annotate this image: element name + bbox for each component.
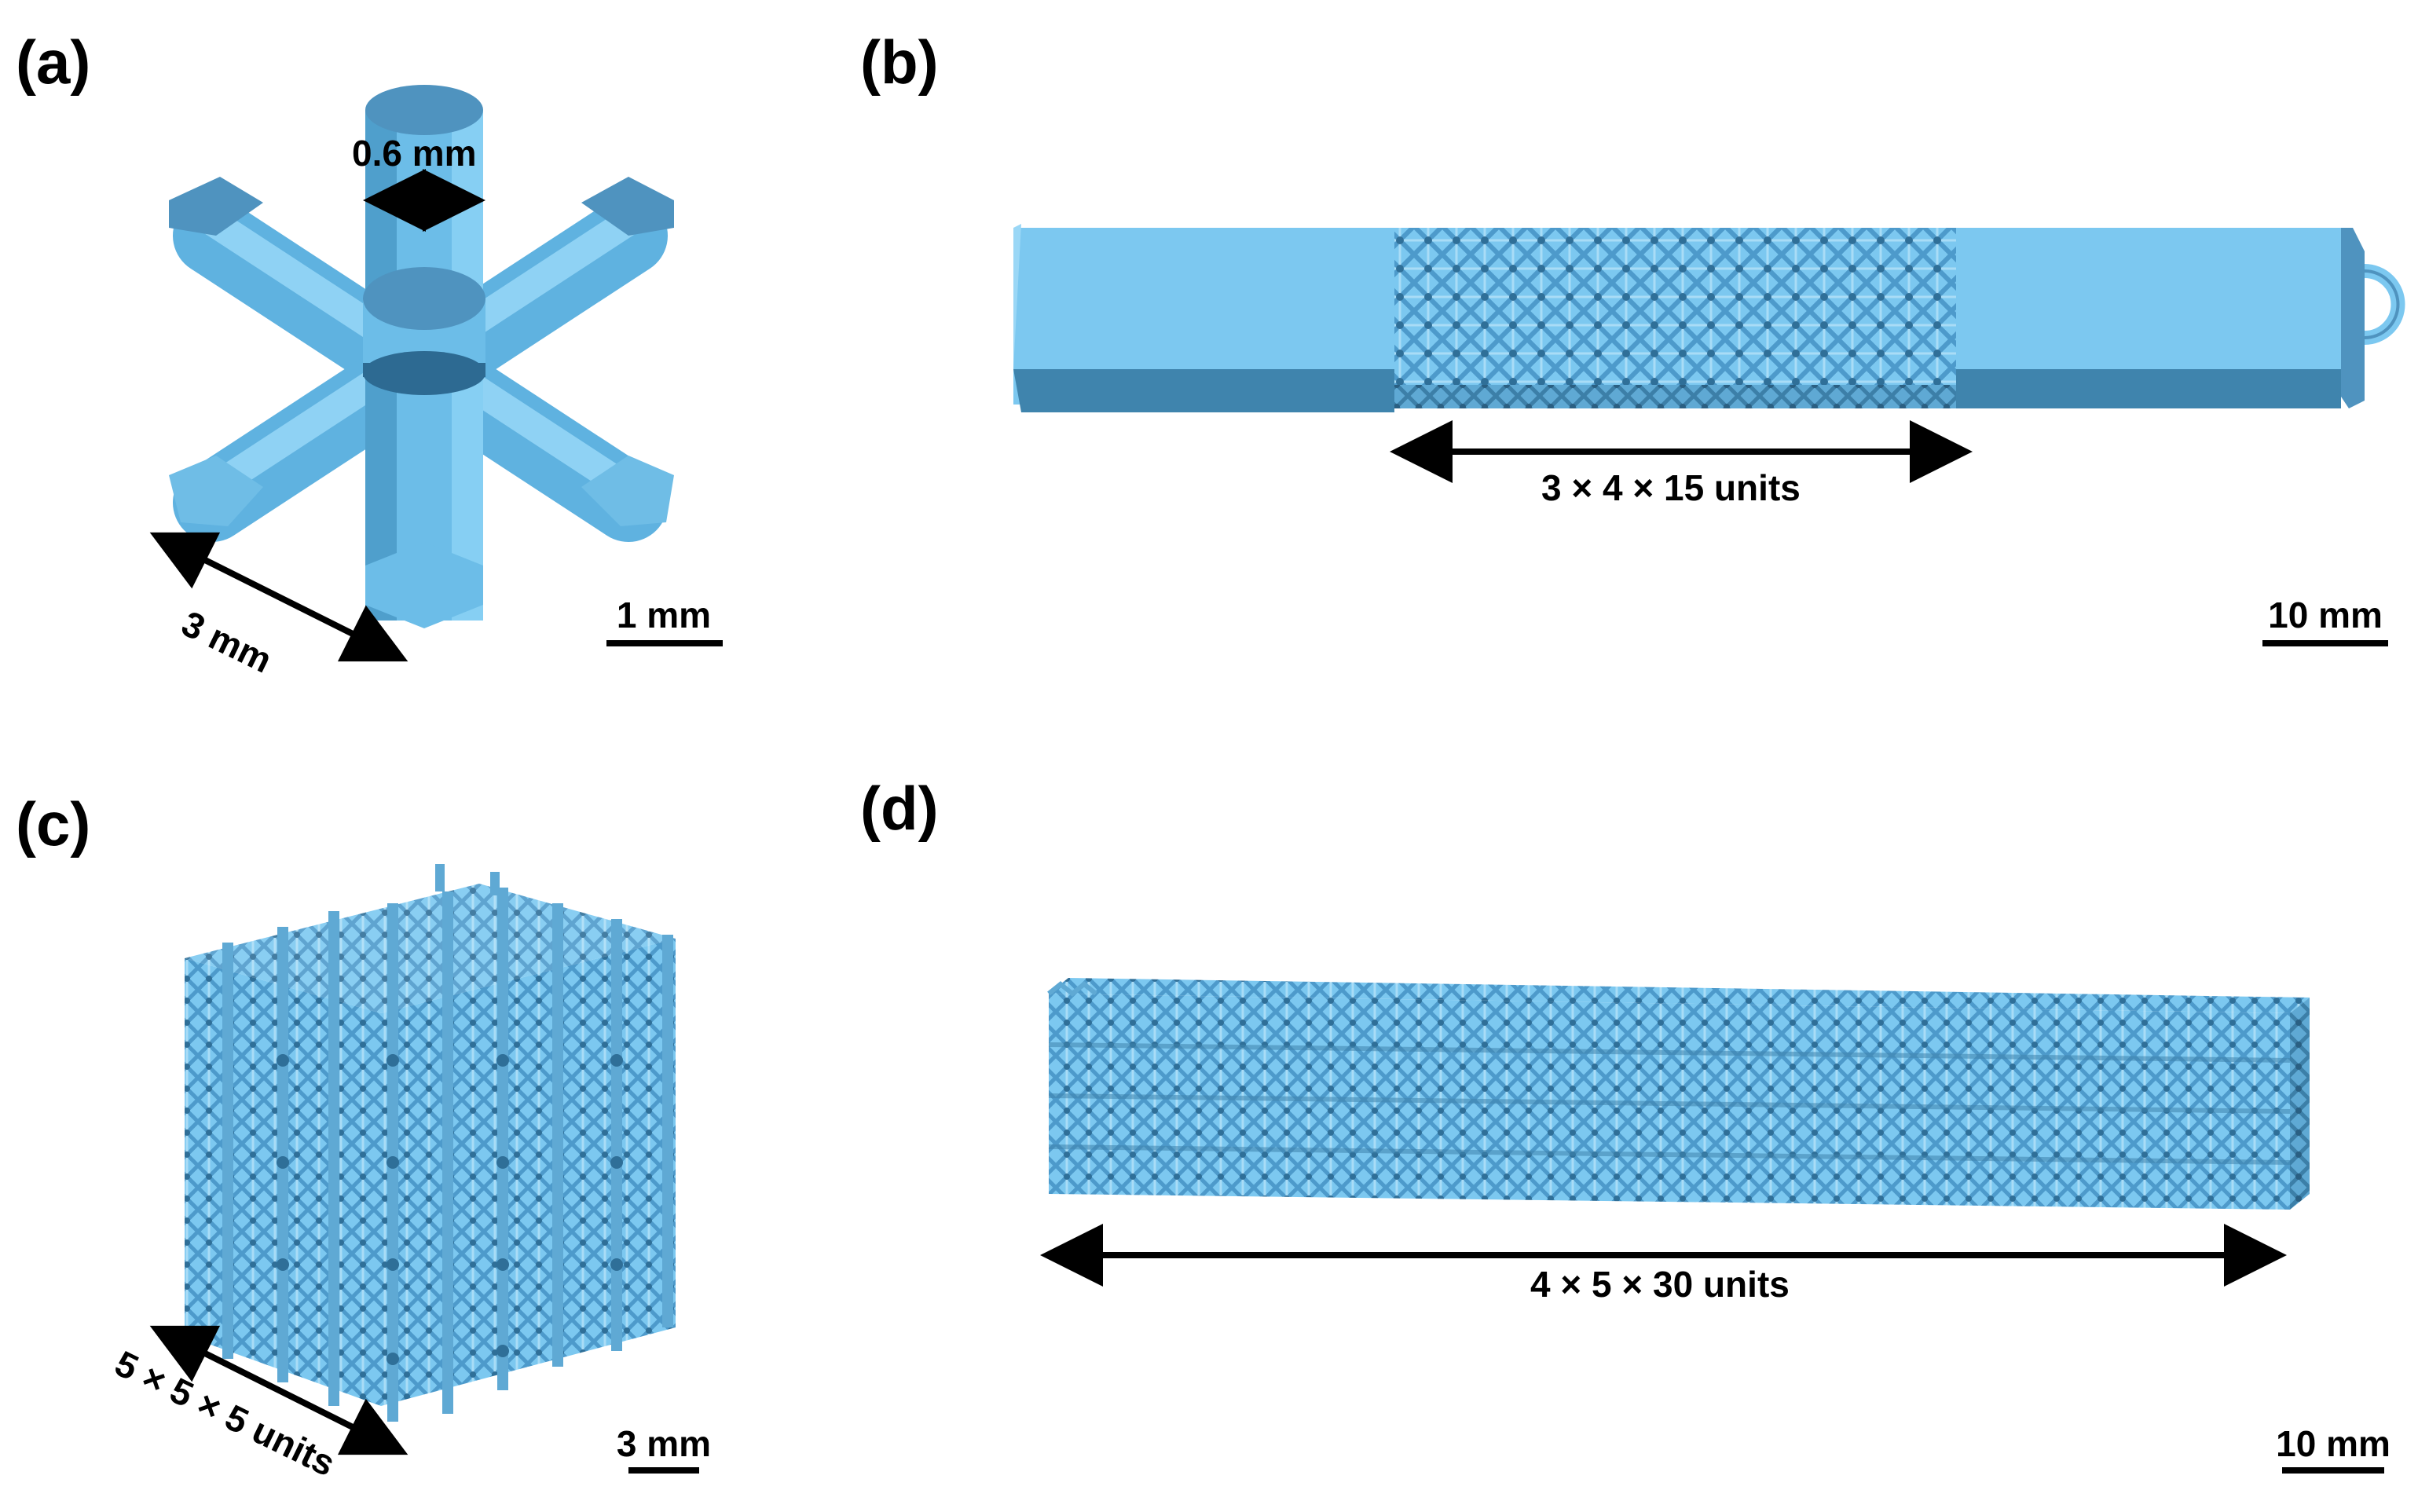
panel-a-cell-arrow bbox=[149, 532, 408, 662]
panel-c-scale-bar bbox=[628, 1467, 699, 1474]
panel-d-scale-bar-label: 10 mm bbox=[2276, 1423, 2391, 1464]
panel-d-lattice-units-label: 4 × 5 × 30 units bbox=[1530, 1264, 1790, 1305]
panel-a-strut-diameter-label: 0.6 mm bbox=[352, 133, 477, 174]
panel-b-lattice-units-label: 3 × 4 × 15 units bbox=[1541, 467, 1801, 508]
panel-c-scale-bar-label: 3 mm bbox=[616, 1423, 712, 1464]
panel-b-scale-bar bbox=[2262, 640, 2388, 646]
panel-a-label: (a) bbox=[16, 27, 91, 97]
panel-b-specimen-model bbox=[1013, 224, 2405, 412]
panel-b-scale-bar-label: 10 mm bbox=[2268, 595, 2383, 635]
panel-c-cube-lattice-model bbox=[185, 864, 676, 1422]
panel-d-label: (d) bbox=[860, 774, 939, 843]
panel-c-cube-arrow bbox=[149, 1325, 408, 1455]
panel-a-scale-bar bbox=[606, 640, 723, 646]
panel-a-unit-cell-model bbox=[169, 85, 674, 628]
panel-d-bar-lattice-model bbox=[1047, 978, 2310, 1210]
panel-a-scale-bar-label: 1 mm bbox=[616, 595, 712, 635]
panel-d-scale-bar bbox=[2282, 1467, 2384, 1474]
panel-b-label: (b) bbox=[860, 27, 939, 97]
panel-c-label: (c) bbox=[16, 789, 91, 859]
